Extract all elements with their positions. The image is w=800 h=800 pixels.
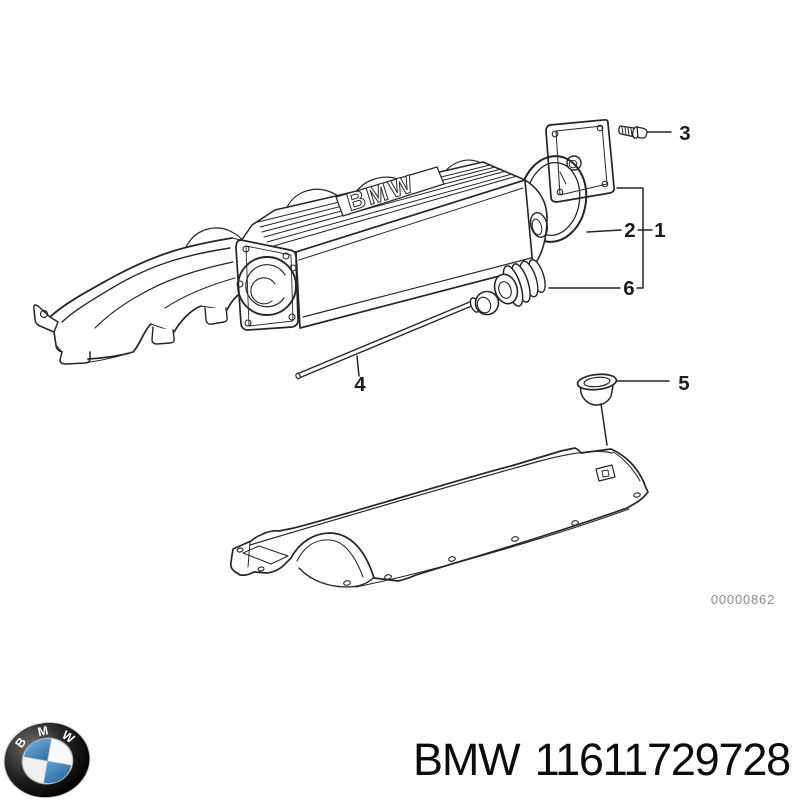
logo-letter-m: M bbox=[36, 723, 49, 739]
part-number-text: 11611729728 bbox=[535, 734, 791, 785]
callout-label-3: 3 bbox=[679, 122, 690, 145]
callout-label-6: 6 bbox=[623, 277, 634, 300]
drawing-number: 00000862 bbox=[711, 592, 775, 607]
screw-bolt bbox=[618, 125, 648, 139]
callout-leaders bbox=[356, 131, 672, 446]
intake-runners bbox=[33, 237, 297, 365]
manifold-plenum: BMW bbox=[235, 161, 549, 331]
callout-label-5: 5 bbox=[678, 372, 689, 395]
breather-cover-plate bbox=[545, 118, 616, 203]
bmw-logo: B M W bbox=[3, 721, 91, 799]
grommet-funnel bbox=[576, 373, 618, 406]
dipstick-tube bbox=[295, 290, 500, 380]
bmw-logo-quadrants bbox=[23, 738, 72, 784]
part-number-title: BMW 11611729728 bbox=[413, 734, 791, 785]
callout-labels: 3 2 1 6 4 5 bbox=[354, 122, 690, 396]
callout-label-2: 2 bbox=[624, 219, 635, 242]
corrugated-vent-valve bbox=[493, 259, 546, 307]
callout-label-1: 1 bbox=[654, 219, 665, 242]
brand-text: BMW bbox=[413, 734, 521, 785]
callout-label-4: 4 bbox=[354, 373, 366, 396]
throttle-flange bbox=[235, 239, 299, 331]
emboss-plaque bbox=[335, 166, 445, 217]
valve-cover bbox=[229, 447, 649, 588]
